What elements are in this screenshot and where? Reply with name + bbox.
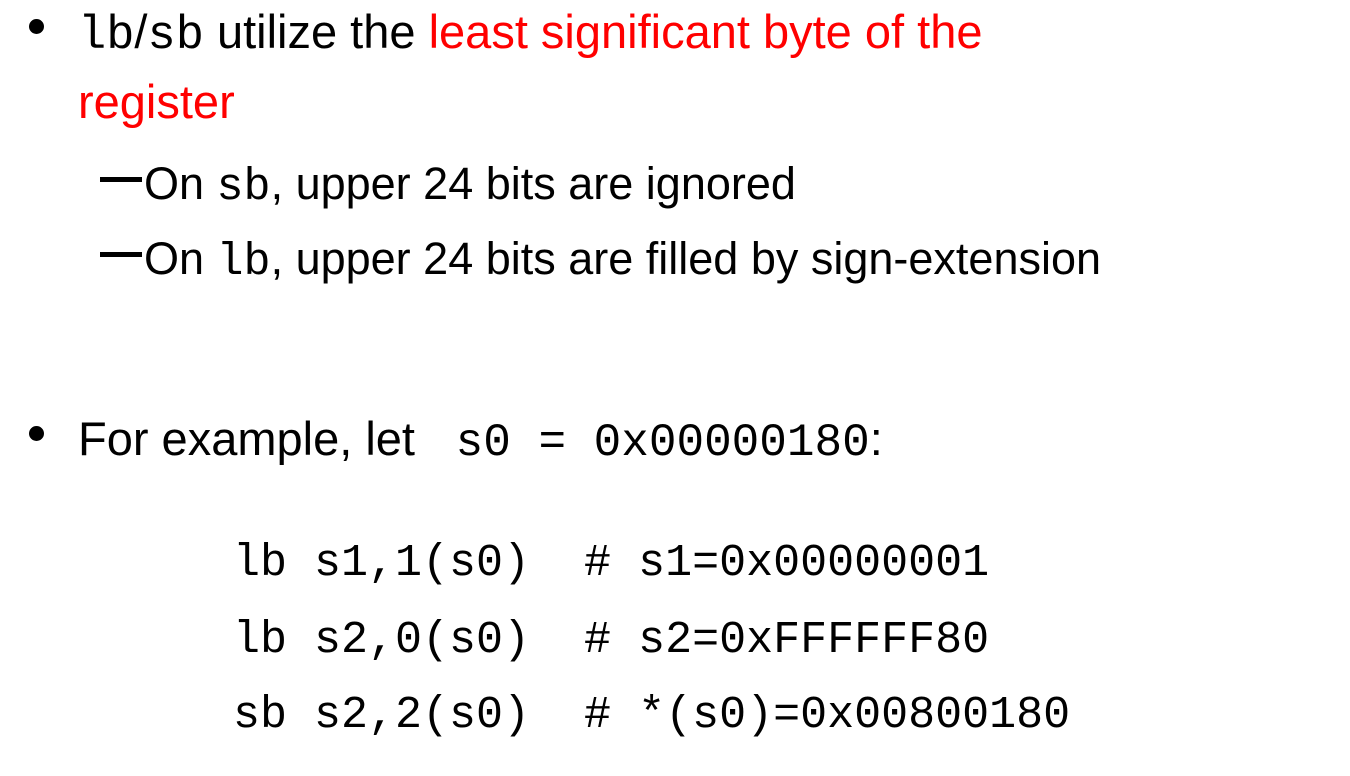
sub-bullet-1-code: sb — [216, 162, 271, 213]
bullet-2-text: For example, let — [78, 412, 429, 465]
sub-bullet-2-code: lb — [216, 237, 271, 288]
bullet-dot — [29, 19, 44, 34]
bullet-2-code: s0 = 0x00000180 — [428, 417, 870, 469]
sub-bullet-1-prefix: On — [144, 158, 217, 209]
bullet-1-text: utilize the — [203, 5, 429, 58]
code-lb: lb — [78, 10, 135, 63]
code-line-2: lb s2,0(s0) # s2=0xFFFFFF80 — [233, 615, 990, 666]
code-line-3: sb s2,2(s0) # *(s0)=0x00800180 — [233, 690, 1071, 741]
sub-bullet-2-prefix: On — [144, 233, 217, 284]
bullet-2-suffix: : — [869, 412, 883, 465]
code-sb: sb — [147, 10, 204, 63]
sub-bullet-2-text: , upper 24 bits are filled by sign-exten… — [270, 233, 1102, 284]
bullet-1-line-1: lb/sb utilize the least significant byte… — [78, 4, 982, 63]
code-line-1: lb s1,1(s0) # s1=0x00000001 — [233, 538, 990, 589]
sub-bullet-1: On sb, upper 24 bits are ignored — [100, 158, 796, 213]
bullet-2-line: For example, let s0 = 0x00000180: — [78, 411, 883, 469]
highlight-text-1: least significant byte of the — [428, 5, 983, 58]
dash-icon — [100, 176, 142, 182]
sub-bullet-2: On lb, upper 24 bits are filled by sign-… — [100, 233, 1101, 288]
sub-bullet-1-text: , upper 24 bits are ignored — [270, 158, 796, 209]
bullet-dot — [29, 426, 44, 441]
slash: / — [134, 5, 148, 58]
highlight-text-2: register — [78, 75, 235, 128]
dash-icon — [100, 251, 142, 257]
